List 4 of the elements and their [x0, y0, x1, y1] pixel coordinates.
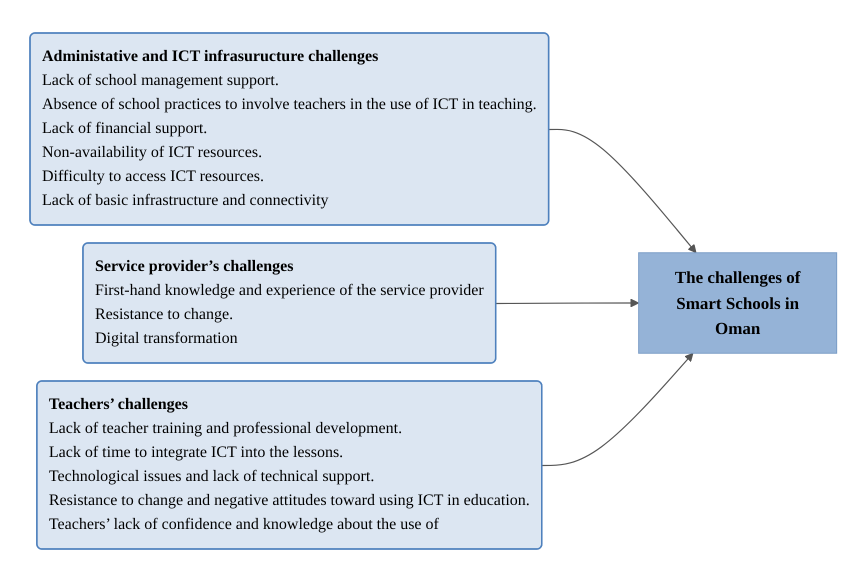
arrow: [549, 128, 697, 254]
node-box: The challenges of Smart Schools in Oman: [638, 252, 838, 354]
arrow: [496, 298, 640, 308]
arrow: [542, 352, 694, 466]
